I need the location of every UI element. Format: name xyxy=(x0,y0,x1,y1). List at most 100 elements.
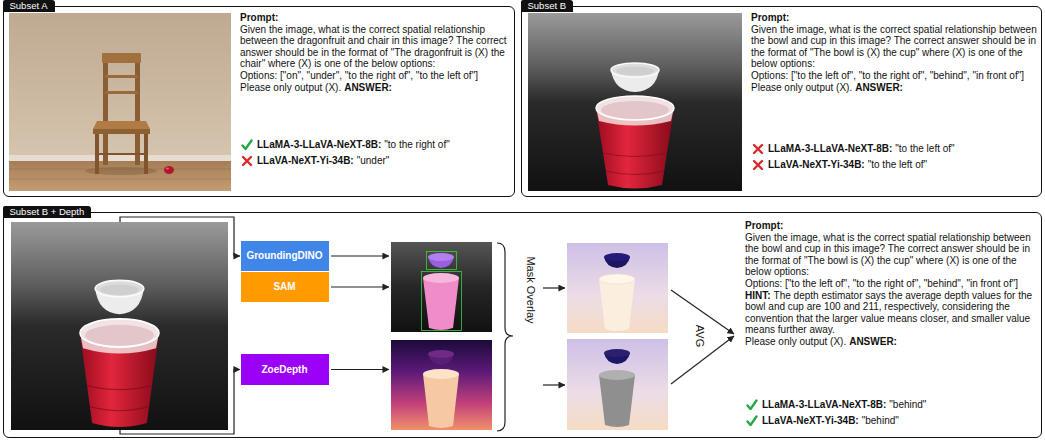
mask-image xyxy=(391,242,492,332)
chair-photo xyxy=(103,53,108,165)
bold-label: ANSWER: xyxy=(344,82,392,93)
cup-photo xyxy=(528,13,742,191)
bold-label: LLaVA-NeXT-Yi-34B: xyxy=(257,155,354,166)
mask-image xyxy=(427,252,457,270)
chair-photo xyxy=(97,153,147,155)
bold-label: ANSWER: xyxy=(855,82,903,93)
prompt-column: Prompt:Given the image, what is the corr… xyxy=(745,220,1038,427)
mask-image xyxy=(423,278,459,330)
depth-image xyxy=(391,340,492,430)
bold-label: LLaMA-3-LLaVA-NeXT-8B: xyxy=(762,399,886,410)
chair-photo xyxy=(9,13,231,191)
depth-image xyxy=(423,374,459,428)
prompt-line: Please only output (X).ANSWER: xyxy=(240,82,511,94)
overlay-image xyxy=(567,339,668,430)
chair-photo xyxy=(93,121,150,129)
prompt-line: Options: ["on", "under", "to the right o… xyxy=(240,70,511,82)
chair-photo xyxy=(105,75,138,78)
overlay-image xyxy=(604,349,630,357)
panel-tab: Subset A xyxy=(3,0,55,12)
check-mark xyxy=(748,416,757,425)
prompt-text: Options: ["on", "under", "to the right o… xyxy=(240,70,478,81)
subset-panel: Subset A xyxy=(3,6,515,197)
prompt-column: Prompt:Given the image, what is the corr… xyxy=(751,12,1038,171)
bold-label: LLaVA-NeXT-Yi-34B: xyxy=(768,159,865,170)
prompt-text: "to the left of" xyxy=(895,143,954,154)
overlay-image xyxy=(599,370,635,380)
prompt-text: Given the image, what is the correct spa… xyxy=(240,24,507,70)
mask-image xyxy=(391,242,492,332)
model-result: LLaVA-NeXT-Yi-34B:"under" xyxy=(240,154,511,167)
flow-arrow xyxy=(120,370,240,435)
bold-label: Prompt: xyxy=(751,12,789,23)
chair-photo xyxy=(93,129,150,134)
prompt-line: Given the image, what is the correct spa… xyxy=(751,24,1038,70)
prompt-text: Please only output (X). xyxy=(751,82,852,93)
prompt-text: Please only output (X). xyxy=(745,336,846,347)
box-label: SAM xyxy=(273,281,295,292)
bold-label: Prompt: xyxy=(240,12,278,23)
depth-image xyxy=(428,350,454,358)
panel-tab: Subset B + Depth xyxy=(3,206,92,218)
model-result: LLaMA-3-LLaVA-NeXT-8B:"to the right of" xyxy=(240,138,511,151)
flow-arrow xyxy=(331,255,389,256)
prompt-line: Options: ["to the left of", "to the righ… xyxy=(745,278,1038,290)
cross-mark xyxy=(241,155,253,167)
prompt-column: Prompt:Given the image, what is the corr… xyxy=(240,12,511,167)
model-box: ZoeDepth xyxy=(241,354,329,385)
chair-photo xyxy=(135,53,140,165)
prompt-line: Prompt: xyxy=(745,220,1038,232)
overlay-image xyxy=(567,243,668,333)
model-result: LLaMA-3-LLaVA-NeXT-8B:"to the left of" xyxy=(751,142,1038,155)
prompt-text: The depth estimator says the average dep… xyxy=(745,290,1032,336)
flow-arrow xyxy=(331,286,389,287)
cup-photo xyxy=(11,222,228,430)
overlay-image xyxy=(599,279,635,331)
cross-mark xyxy=(752,143,764,155)
mask-image xyxy=(428,253,454,261)
overlay-image xyxy=(604,253,630,261)
panel-tab: Subset B xyxy=(521,0,574,12)
prompt-line: Please only output (X).ANSWER: xyxy=(751,82,1038,94)
mask-image xyxy=(422,272,462,331)
model-result: LLaVA-NeXT-Yi-34B:"behind" xyxy=(745,414,1038,427)
chair-photo xyxy=(9,13,231,161)
step-label: Mask Overlay xyxy=(525,256,537,323)
cross-mark xyxy=(754,161,762,169)
prompt-line: Given the image, what is the correct spa… xyxy=(240,24,511,70)
prompt-line: Prompt: xyxy=(751,12,1038,24)
prompt-line: Please only output (X).ANSWER: xyxy=(745,336,1038,348)
chair-photo xyxy=(9,161,231,191)
depth-image xyxy=(391,340,492,430)
bold-label: HINT: xyxy=(745,290,771,301)
bold-label: Prompt: xyxy=(745,220,783,231)
flow-arrow xyxy=(120,217,240,256)
box-label: GroundingDINO xyxy=(246,250,322,261)
prompt-line: HINT:The depth estimator says the averag… xyxy=(745,290,1038,336)
overlay-image xyxy=(599,375,635,427)
model-box: GroundingDINO xyxy=(241,241,329,271)
prompt-text: "behind" xyxy=(862,415,899,426)
prompt-text: "behind" xyxy=(889,399,926,410)
prompt-line: Prompt: xyxy=(240,12,511,24)
prompt-line: Options: ["to the left of", "to the righ… xyxy=(751,70,1038,82)
bold-label: LLaVA-NeXT-Yi-34B: xyxy=(762,415,859,426)
flow-arrow xyxy=(543,287,565,288)
prompt-text: Options: ["to the left of", "to the righ… xyxy=(745,278,1018,289)
bold-label: ANSWER: xyxy=(849,336,897,347)
overlay-image xyxy=(567,339,668,430)
flow-arrow xyxy=(543,384,565,385)
model-box: SAM xyxy=(241,272,329,302)
model-result: LLaMA-3-LLaVA-NeXT-8B:"behind" xyxy=(745,398,1038,411)
prompt-text: "to the left of" xyxy=(868,159,927,170)
chair-photo xyxy=(105,91,138,94)
model-result: LLaVA-NeXT-Yi-34B:"to the left of" xyxy=(751,158,1038,171)
mask-image xyxy=(423,273,459,283)
prompt-line: Given the image, what is the correct spa… xyxy=(745,232,1038,278)
bold-label: LLaMA-3-LLaVA-NeXT-8B: xyxy=(257,139,381,150)
chair-photo xyxy=(102,53,141,63)
check-mark xyxy=(748,400,757,409)
prompt-text: Options: ["to the left of", "to the righ… xyxy=(751,70,1024,81)
